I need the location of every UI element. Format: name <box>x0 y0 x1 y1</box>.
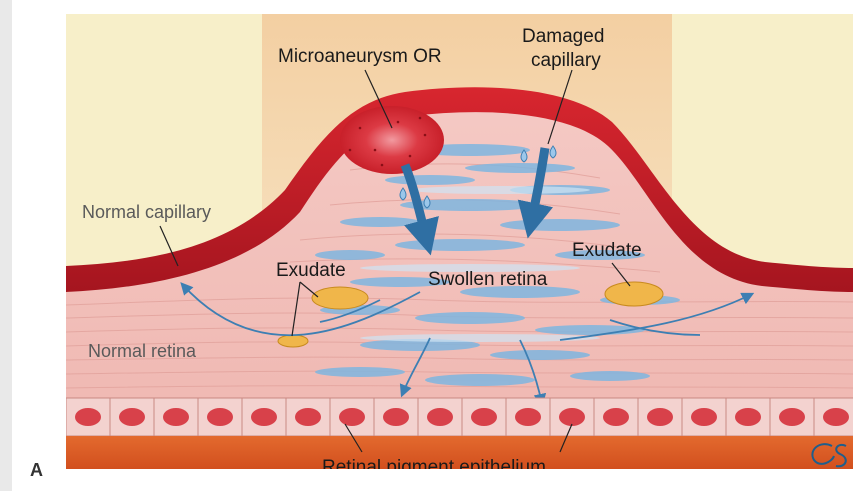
label-damaged-capillary-2: capillary <box>531 50 601 71</box>
epithelium-cell-nucleus <box>735 408 761 426</box>
epithelium-cell-nucleus <box>251 408 277 426</box>
label-swollen-retina: Swollen retina <box>428 269 548 290</box>
exudate-left-small <box>278 335 308 347</box>
exudate-right <box>605 282 663 306</box>
epithelium-cell-nucleus <box>647 408 673 426</box>
epithelium-cell-nucleus <box>779 408 805 426</box>
epithelium-cell-nucleus <box>163 408 189 426</box>
microaneurysm <box>340 106 444 174</box>
epithelium-cell-nucleus <box>559 408 585 426</box>
label-normal-capillary: Normal capillary <box>82 202 211 222</box>
epithelium-cell-nucleus <box>207 408 233 426</box>
epithelium-cell-nucleus <box>823 408 849 426</box>
label-exudate-left: Exudate <box>276 260 346 281</box>
epithelium-cell-nucleus <box>427 408 453 426</box>
epithelium-cell-nucleus <box>119 408 145 426</box>
epithelium-cell-nucleus <box>603 408 629 426</box>
epithelium-cell-nucleus <box>339 408 365 426</box>
epithelium-cell-nucleus <box>691 408 717 426</box>
epithelium-cell-nucleus <box>515 408 541 426</box>
label-exudate-right: Exudate <box>572 240 642 261</box>
exudate-left-large <box>312 287 368 309</box>
label-normal-retina: Normal retina <box>88 341 197 361</box>
panel-letter: A <box>30 460 43 480</box>
epithelium-cell-nucleus <box>75 408 101 426</box>
epithelium-cell-nucleus <box>471 408 497 426</box>
label-damaged-capillary-1: Damaged <box>522 26 604 47</box>
epithelium-cell-nucleus <box>383 408 409 426</box>
label-microaneurysm: Microaneurysm OR <box>278 46 442 67</box>
epithelium-cell-nucleus <box>295 408 321 426</box>
